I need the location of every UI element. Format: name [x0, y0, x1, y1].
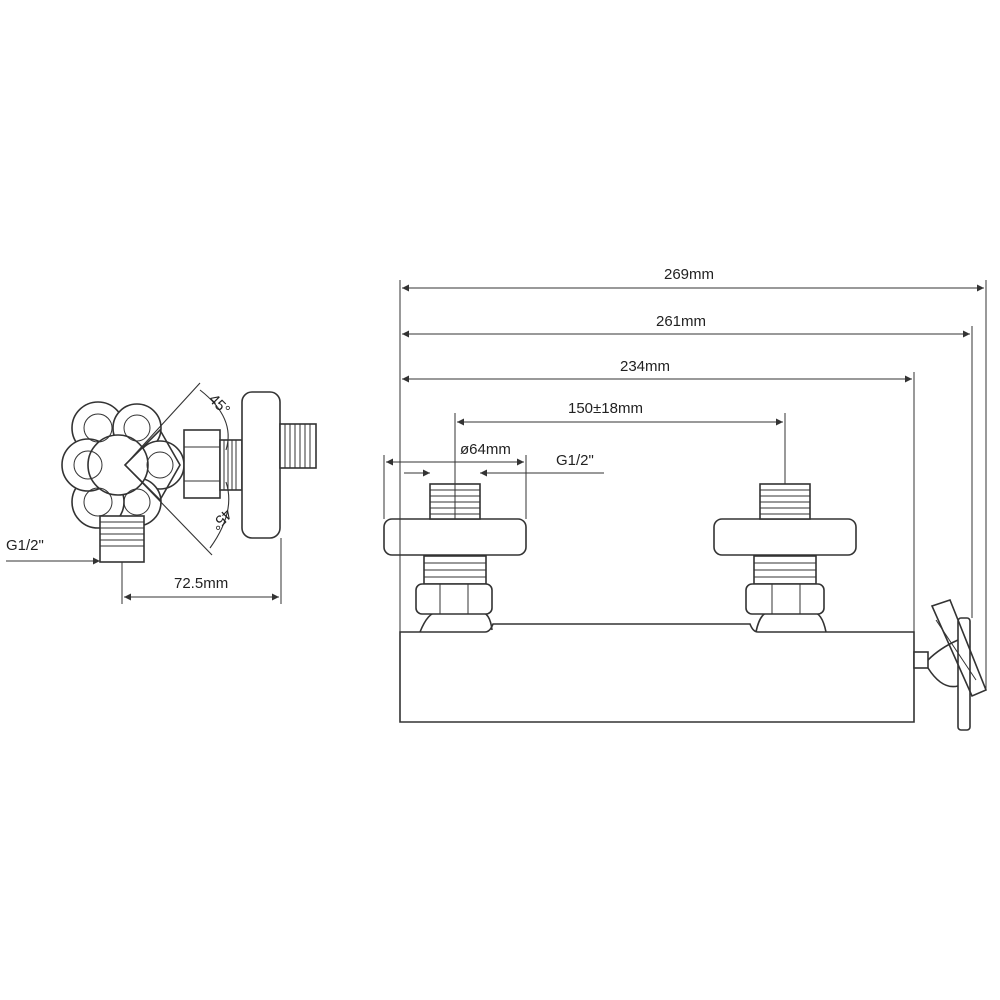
- front-extension-lines: [383, 280, 987, 690]
- front-thread-label: G1/2": [556, 452, 594, 469]
- inlet-thread: [99, 515, 145, 563]
- overall-width-1-label: 269mm: [664, 266, 714, 283]
- depth-dimension-label: 72.5mm: [174, 575, 228, 592]
- mixer-body: [399, 623, 915, 723]
- angle-bottom-label: 45°: [207, 505, 235, 533]
- right-connector: [713, 483, 857, 615]
- overall-width-2-label: 261mm: [656, 313, 706, 330]
- angle-top-label: 45°: [205, 391, 233, 419]
- depth-dimension: [121, 538, 282, 604]
- wall-flange: [241, 391, 281, 539]
- flange-diameter-label: ø64mm: [460, 441, 511, 458]
- angle-indicator: [124, 382, 230, 556]
- center-distance-label: 150±18mm: [568, 400, 643, 417]
- outlet-thread: [279, 423, 317, 469]
- body-width-label: 234mm: [620, 358, 670, 375]
- stem-body: [183, 429, 243, 499]
- side-view: 45° 45° G1/2" 72.5mm: [6, 382, 317, 604]
- side-thread-label: G1/2": [6, 537, 44, 554]
- front-view: 269mm 261mm 234mm 150±18mm ø64mm G1/2": [383, 266, 988, 731]
- side-handle: [913, 599, 988, 731]
